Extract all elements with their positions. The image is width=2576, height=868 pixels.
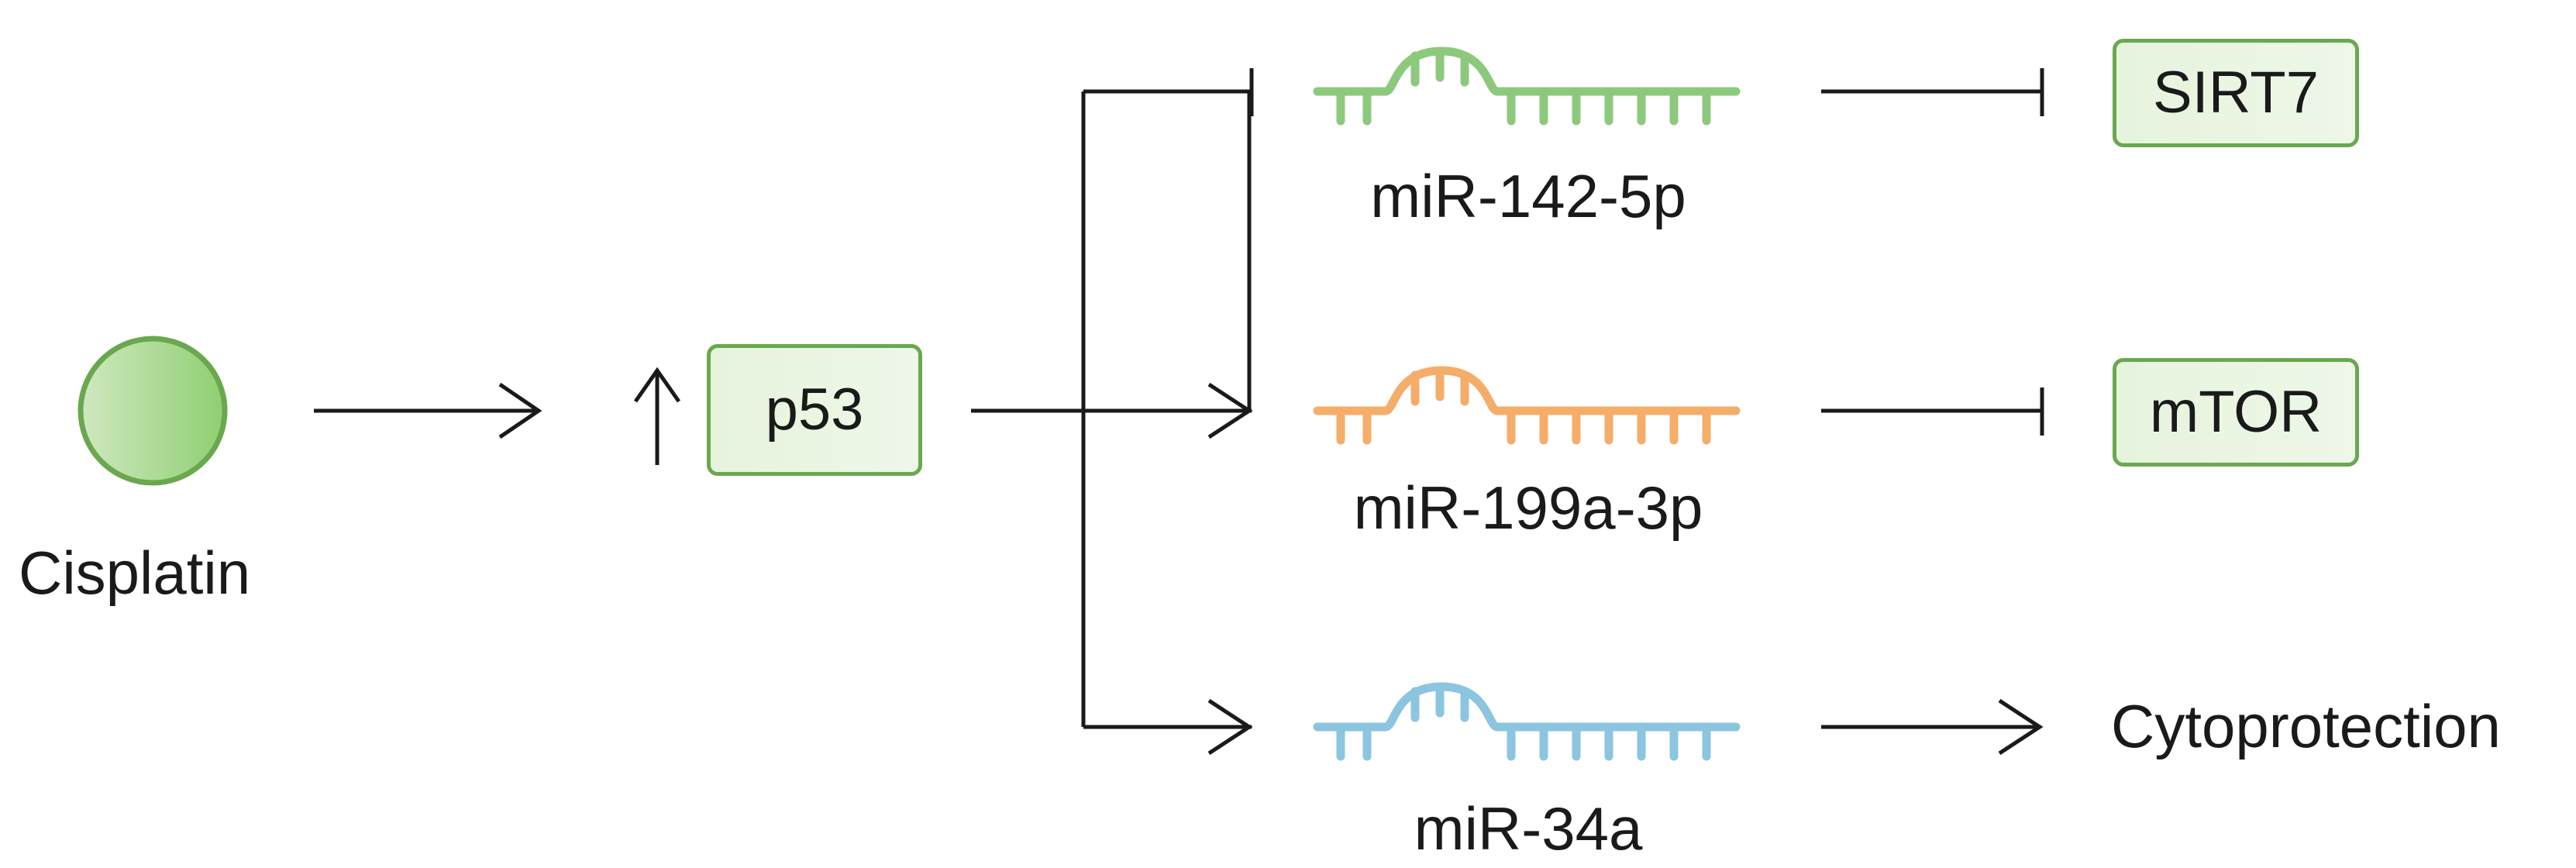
arrow-mir34a-to-cytoprotection xyxy=(1821,698,2044,756)
mirna-glyph-3 xyxy=(1313,682,1741,761)
cisplatin-node xyxy=(77,336,228,486)
mtor-node: mTOR xyxy=(2113,358,2359,467)
mirna-label-1: miR-142-5p xyxy=(1370,162,1686,230)
arrow-cisplatin-to-p53 xyxy=(314,382,542,439)
cisplatin-label: Cisplatin xyxy=(19,539,251,607)
p53-node: p53 xyxy=(707,344,922,476)
up-arrow-icon xyxy=(633,367,681,465)
mirna-label-2: miR-199a-3p xyxy=(1353,474,1703,542)
arrow-p53-to-mir199a xyxy=(1207,382,1253,439)
inhibit-mir142-to-sirt7 xyxy=(1821,68,2044,116)
inhibit-mir199a-to-mtor xyxy=(1821,388,2044,436)
sirt7-label: SIRT7 xyxy=(2152,60,2319,126)
p53-branch-connector xyxy=(971,89,1252,729)
p53-label: p53 xyxy=(765,377,864,443)
mirna-glyph-1 xyxy=(1313,46,1741,126)
mtor-label: mTOR xyxy=(2149,379,2323,445)
arrow-p53-to-mir34a xyxy=(1207,698,1253,756)
mirna-label-3: miR-34a xyxy=(1414,794,1643,863)
mirna-glyph-2 xyxy=(1313,366,1741,445)
sirt7-node: SIRT7 xyxy=(2113,39,2359,147)
cytoprotection-label: Cytoprotection xyxy=(2111,692,2501,760)
